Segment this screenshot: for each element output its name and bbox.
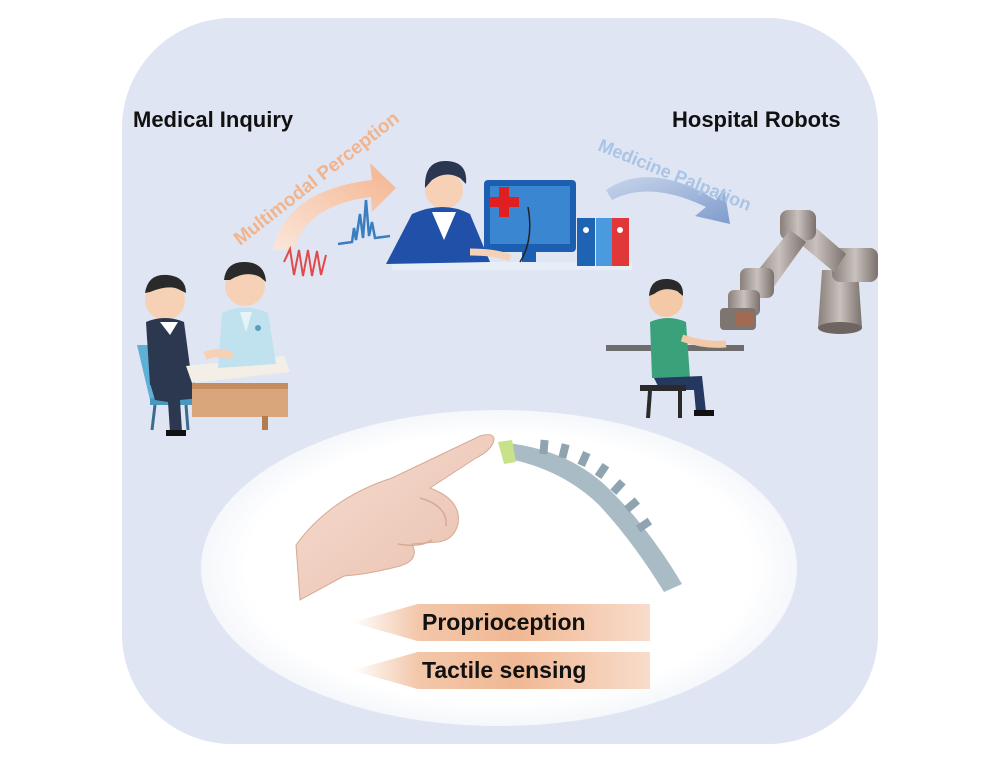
consultation-illustration xyxy=(137,261,290,436)
signal-spectrum xyxy=(337,199,391,246)
flexible-sensor xyxy=(498,439,682,592)
caption-proprioception: Proprioception xyxy=(352,604,650,641)
heading-hospital-robots: Hospital Robots xyxy=(672,107,841,132)
caption-arrow-bar xyxy=(352,604,650,641)
medical-cross-icon xyxy=(489,187,519,217)
caption-arrow-bar xyxy=(352,652,650,689)
robot-palpation-illustration xyxy=(606,210,878,419)
perception-arrow xyxy=(273,163,396,250)
caption-tactile-sensing-label: Tactile sensing xyxy=(422,657,587,683)
finger-photo xyxy=(295,434,495,601)
computer-analysis-illustration xyxy=(386,160,632,270)
caption-tactile-sensing: Tactile sensing xyxy=(352,652,650,689)
signal-waveform xyxy=(283,245,327,277)
palpation-arrow xyxy=(606,177,730,224)
sensor-ellipse xyxy=(201,410,797,726)
heading-medical-inquiry: Medical Inquiry xyxy=(133,107,294,132)
caption-proprioception-label: Proprioception xyxy=(422,609,586,635)
